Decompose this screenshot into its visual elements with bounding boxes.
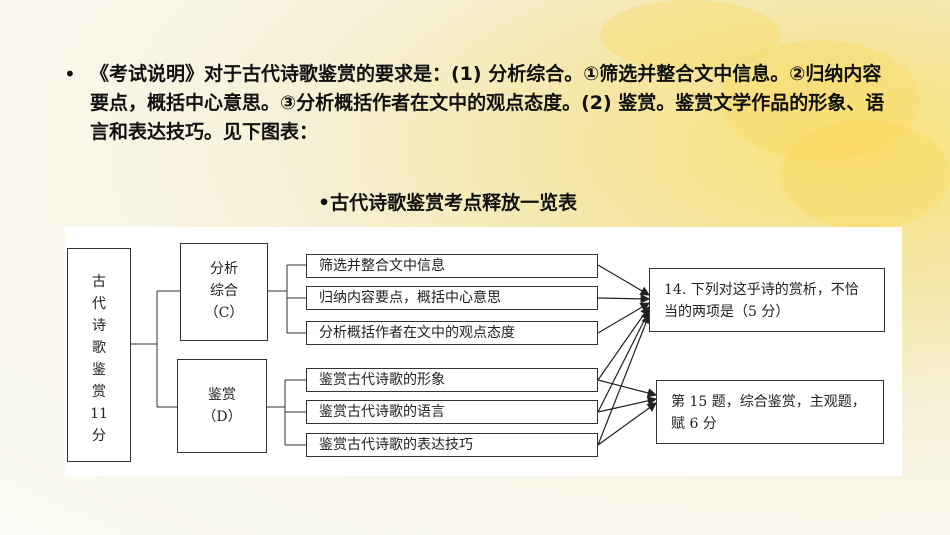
d-item-box: 鉴赏古代诗歌的语言 <box>306 400 598 424</box>
d-item-box: 鉴赏古代诗歌的表达技巧 <box>306 433 598 457</box>
flower-petal-decoration <box>720 40 920 160</box>
branch-appreciation-box: 鉴赏 （D） <box>177 359 267 453</box>
flower-petal-decoration <box>600 0 780 70</box>
question-14-box: 14. 下列对这乎诗的赏析，不恰当的两项是（5 分） <box>649 268 885 332</box>
c-item-box: 筛选并整合文中信息 <box>306 254 598 278</box>
bullet: • <box>64 62 76 86</box>
intro-paragraph: 《考试说明》对于古代诗歌鉴赏的要求是：(1) 分析综合。①筛选并整合文中信息。②… <box>90 63 885 143</box>
c-item-box: 归纳内容要点，概括中心意思 <box>306 286 598 310</box>
table-title: •古代诗歌鉴赏考点释放一览表 <box>318 192 578 214</box>
question-15-box: 第 15 题，综合鉴赏，主观题，赋 6 分 <box>656 380 884 444</box>
connector-lines <box>131 264 658 446</box>
root-node-box: 古 代 诗 歌 鉴 赏 11 分 <box>67 248 131 462</box>
exam-points-diagram: 古 代 诗 歌 鉴 赏 11 分 分析 综合 （C） 鉴赏 （D） 筛选并整合文… <box>65 227 902 476</box>
c-item-box: 分析概括作者在文中的观点态度 <box>306 321 598 345</box>
d-item-box: 鉴赏古代诗歌的形象 <box>306 368 598 392</box>
branch-analysis-box: 分析 综合 （C） <box>180 243 268 341</box>
flower-petal-decoration <box>780 120 950 230</box>
